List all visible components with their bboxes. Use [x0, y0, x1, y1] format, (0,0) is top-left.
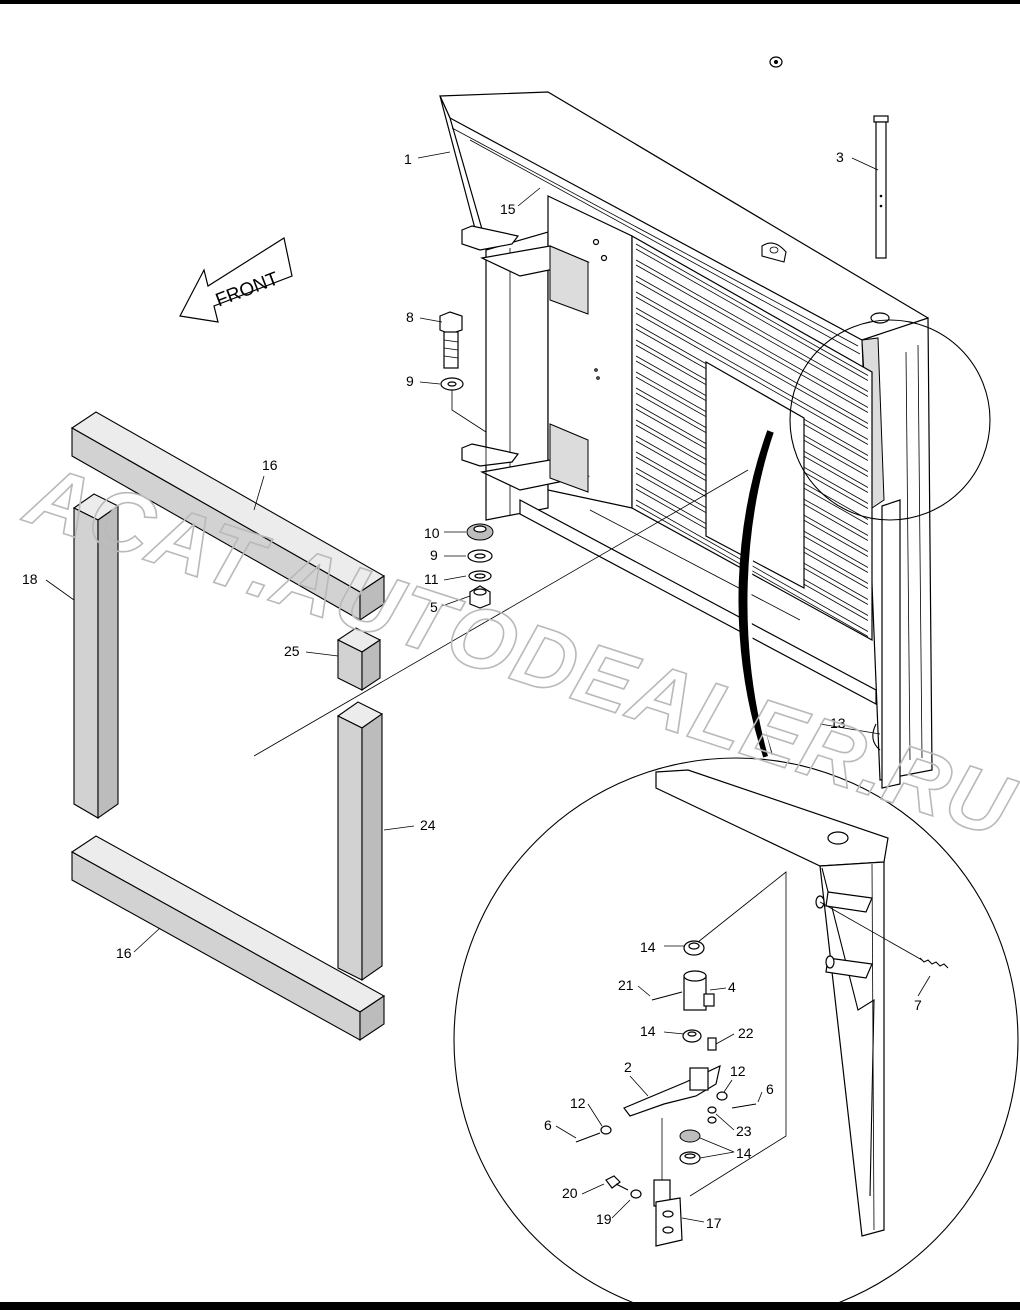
louver-slat	[635, 291, 869, 424]
callout-15: 15	[500, 201, 516, 217]
callout-14-b: 14	[640, 1023, 656, 1039]
callout-3: 3	[836, 149, 844, 165]
louver-slat	[635, 307, 869, 440]
callout-13: 13	[830, 715, 846, 731]
callout-5: 5	[430, 599, 438, 615]
louver-slat	[635, 275, 869, 408]
callout-14-a: 14	[640, 939, 656, 955]
hinge-bolt-stack	[439, 311, 494, 609]
callout-9-top: 9	[406, 373, 414, 389]
top-border	[0, 0, 1020, 4]
callout-16-bottom: 16	[116, 945, 132, 961]
louver-slat	[635, 243, 869, 376]
louver-slats	[635, 243, 869, 637]
callout-19: 19	[596, 1211, 612, 1227]
callout-22: 22	[738, 1025, 754, 1041]
callout-21: 21	[618, 977, 634, 993]
louver-slat-edge	[635, 312, 869, 445]
callout-18: 18	[22, 571, 38, 587]
louver-slat-edge	[635, 280, 869, 413]
seal-block-25	[336, 627, 382, 692]
callout-7: 7	[914, 997, 922, 1013]
callout-25: 25	[284, 643, 300, 659]
front-direction-arrow: FRONT	[179, 237, 293, 323]
callout-1: 1	[404, 151, 412, 167]
callout-11: 11	[424, 571, 439, 587]
door-frame-assembly	[439, 91, 933, 789]
pull-handle	[769, 30, 889, 259]
callout-24: 24	[420, 817, 436, 833]
callout-23: 23	[736, 1123, 752, 1139]
seal-strip-18	[72, 493, 120, 820]
bottom-border	[0, 1302, 1020, 1310]
callout-17: 17	[706, 1215, 722, 1231]
callout-6-left: 6	[544, 1117, 552, 1133]
seal-strip-24	[336, 701, 384, 982]
seal-strip-16-top	[70, 411, 386, 622]
callout-14-c: 14	[736, 1145, 752, 1161]
callout-4: 4	[728, 979, 736, 995]
callout-10: 10	[424, 525, 440, 541]
callout-6-right: 6	[766, 1081, 774, 1097]
callout-2: 2	[624, 1059, 632, 1075]
louver-slat-edge	[635, 296, 869, 429]
callout-labels: 1 15 3 8 9 10 9 11 5 16 18 25 24 16 13 1…	[22, 149, 922, 1231]
louver-slat	[635, 259, 869, 392]
callout-16-top: 16	[262, 457, 278, 473]
louver-slat-edge	[635, 264, 869, 397]
callout-leaders	[45, 151, 931, 1223]
callout-12-left: 12	[570, 1095, 586, 1111]
seal-strip-16-bottom	[70, 835, 386, 1042]
louver-slat-edge	[635, 248, 869, 381]
callout-9-bottom: 9	[430, 547, 438, 563]
callout-20: 20	[562, 1185, 578, 1201]
callout-8: 8	[406, 309, 414, 325]
detail-zoom-circle	[453, 319, 1019, 1310]
callout-12-right: 12	[730, 1063, 746, 1079]
